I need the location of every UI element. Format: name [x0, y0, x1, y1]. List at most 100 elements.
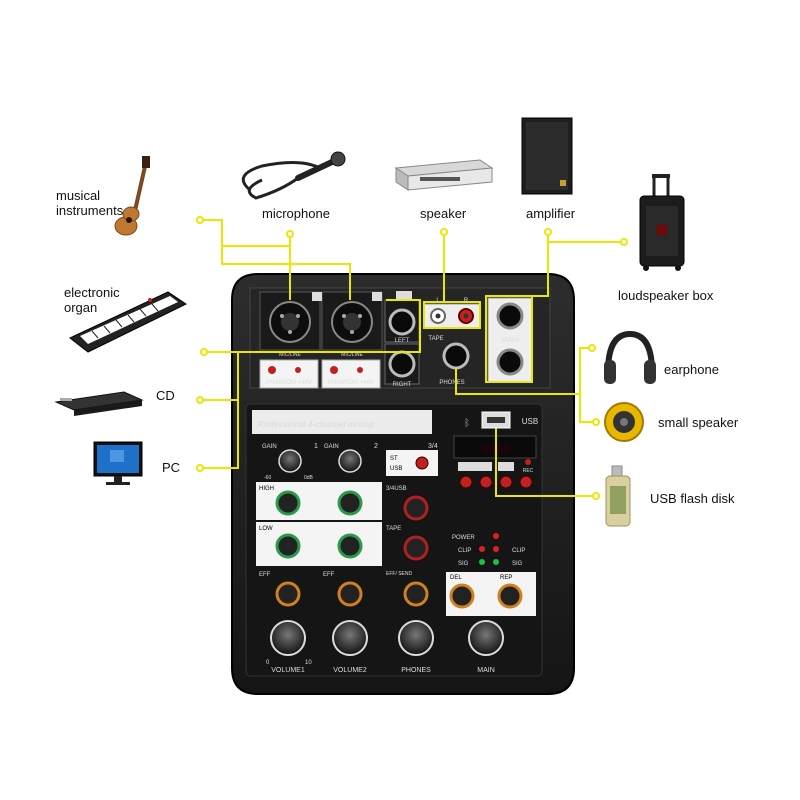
channel-strip-1: GAIN 1 -60 0dB HIGH LOW EFF 0 10 VOLUME1 — [256, 443, 320, 674]
high-label-1: HIGH — [259, 486, 274, 492]
ch2-label: 2 — [375, 294, 379, 301]
tape-rca-inputs[interactable] — [423, 303, 481, 329]
rec-label: REC — [523, 468, 534, 474]
xlr-input-1[interactable] — [259, 291, 321, 351]
clip-led-l — [479, 546, 485, 552]
phantom-switch-1[interactable]: PHANTOM +48V — [259, 359, 319, 389]
mic-line-label-1: MIC/LINE — [279, 352, 301, 358]
rep-label: REP — [500, 575, 512, 581]
clip-led-r — [493, 546, 499, 552]
clip-label-r: CLIP — [512, 548, 525, 554]
connection-wires — [200, 219, 624, 497]
label-pc: PC — [162, 460, 181, 475]
clip-label-l: CLIP — [458, 548, 471, 554]
high-eq-knob-1[interactable] — [275, 490, 301, 516]
low-eq-knob-2[interactable] — [337, 533, 363, 559]
repeat-knob[interactable] — [497, 583, 523, 609]
main-knob-label: MAIN — [477, 667, 495, 674]
connection-dots — [196, 216, 628, 500]
low-eq-knob-1[interactable] — [275, 533, 301, 559]
high-eq-knob-2[interactable] — [337, 490, 363, 516]
vol-scale-lo-1: 0 — [266, 660, 270, 666]
earphone-icon — [604, 330, 656, 384]
rec-led — [525, 459, 531, 465]
eff-label-2: EFF — [323, 572, 335, 578]
del-label: DEL — [450, 575, 462, 581]
power-led — [493, 533, 499, 539]
mic-line-label-2: MIC/LINE — [341, 352, 363, 358]
phantom-label-2: PHANTOM +48V — [328, 380, 374, 386]
usb-mode-button[interactable]: USB — [498, 462, 514, 471]
strip-num-34: 3/4 — [428, 443, 438, 450]
microphone-icon — [241, 151, 346, 200]
phones-knob-label: PHONES — [401, 667, 431, 674]
cd-player-icon — [54, 391, 144, 416]
pc-monitor-icon — [93, 441, 143, 485]
st-usb-switch[interactable] — [415, 456, 429, 470]
line-in-right-jack[interactable] — [384, 343, 420, 385]
label-electronic-organ: electronic organ — [64, 285, 120, 315]
electronic-organ-icon — [69, 291, 188, 353]
mp3-bt-button[interactable]: MP3/BT — [458, 462, 492, 471]
label-amplifier: amplifier — [526, 206, 576, 221]
delay-knob[interactable] — [449, 583, 475, 609]
usb-port[interactable] — [481, 411, 511, 429]
gain-scale-hi-1: 0dB — [304, 475, 314, 481]
gain-knob-2[interactable] — [338, 449, 362, 473]
eff-knob-1[interactable] — [275, 581, 301, 607]
gain-scale-lo-1: -60 — [264, 475, 271, 481]
loudspeaker-box-icon — [639, 174, 685, 271]
main-outputs[interactable] — [487, 297, 533, 383]
power-label: POWER — [452, 535, 475, 541]
xlr-input-2[interactable] — [321, 291, 383, 351]
vol-scale-hi-1: 10 — [305, 660, 312, 666]
strip-num-2: 2 — [374, 443, 378, 450]
tape-level-knob[interactable] — [403, 535, 429, 561]
phantom-switch-2[interactable]: PHANTOM +48V — [321, 359, 381, 389]
transport-buttons[interactable] — [459, 475, 533, 489]
line-in-left-jack[interactable] — [384, 299, 420, 343]
ch34-label: 3/4 — [399, 293, 409, 300]
label-earphone: earphone — [664, 362, 719, 377]
bluetooth-icon: ᛒ — [464, 418, 470, 429]
eff-label-1: EFF — [259, 572, 271, 578]
main-volume-knob[interactable] — [468, 620, 504, 656]
channel-strip-2: GAIN 2 EFF VOLUME2 — [320, 443, 382, 674]
label-small-speaker: small speaker — [658, 415, 739, 430]
indicator-section: POWER CLIP CLIP SIG SIG DEL REP MAIN — [446, 533, 536, 674]
right-jack-label: RIGHT — [393, 382, 412, 388]
volume-knob-1[interactable] — [270, 620, 306, 656]
volume-knob-2[interactable] — [332, 620, 368, 656]
eff-knob-2[interactable] — [337, 581, 363, 607]
phones-jack-label: PHONES — [439, 380, 464, 386]
guitar-icon — [114, 156, 150, 236]
label-loudspeaker-box: loudspeaker box — [618, 288, 714, 303]
tape-knob-label: TAPE — [386, 526, 401, 532]
sig-label-l: SIG — [458, 561, 469, 567]
phantom-label-1: PHANTOM +48V — [266, 380, 312, 386]
label-usb-flash-disk: USB flash disk — [650, 491, 735, 506]
small-speaker-icon — [604, 402, 644, 442]
volume1-label: VOLUME1 — [271, 667, 305, 674]
volume2-label: VOLUME2 — [333, 667, 367, 674]
ch34usb-knob[interactable] — [403, 495, 429, 521]
eff-send-label: EFF/ SEND — [386, 571, 413, 577]
gain-knob-1[interactable] — [278, 449, 302, 473]
left-jack-label: LEFT — [395, 338, 410, 344]
label-cd: CD — [156, 388, 175, 403]
label-musical-instruments: musical instruments — [56, 188, 124, 218]
ch1-label: 1 — [315, 294, 319, 301]
usb-mode-label: USB — [501, 465, 512, 471]
dvd-player-icon — [394, 159, 494, 191]
ch34usb-label: 3/4USB — [386, 486, 407, 492]
label-speaker: speaker — [420, 206, 467, 221]
phones-volume-knob[interactable] — [398, 620, 434, 656]
eff-send-knob[interactable] — [403, 581, 429, 607]
st-label: ST — [390, 456, 398, 462]
low-label-1: LOW — [259, 526, 273, 532]
mp3-bt-label: MP3/BT — [466, 465, 484, 471]
gain-label-1: GAIN — [262, 444, 277, 450]
usb-flash-disk-icon — [605, 465, 631, 527]
phones-jack[interactable] — [442, 342, 470, 370]
